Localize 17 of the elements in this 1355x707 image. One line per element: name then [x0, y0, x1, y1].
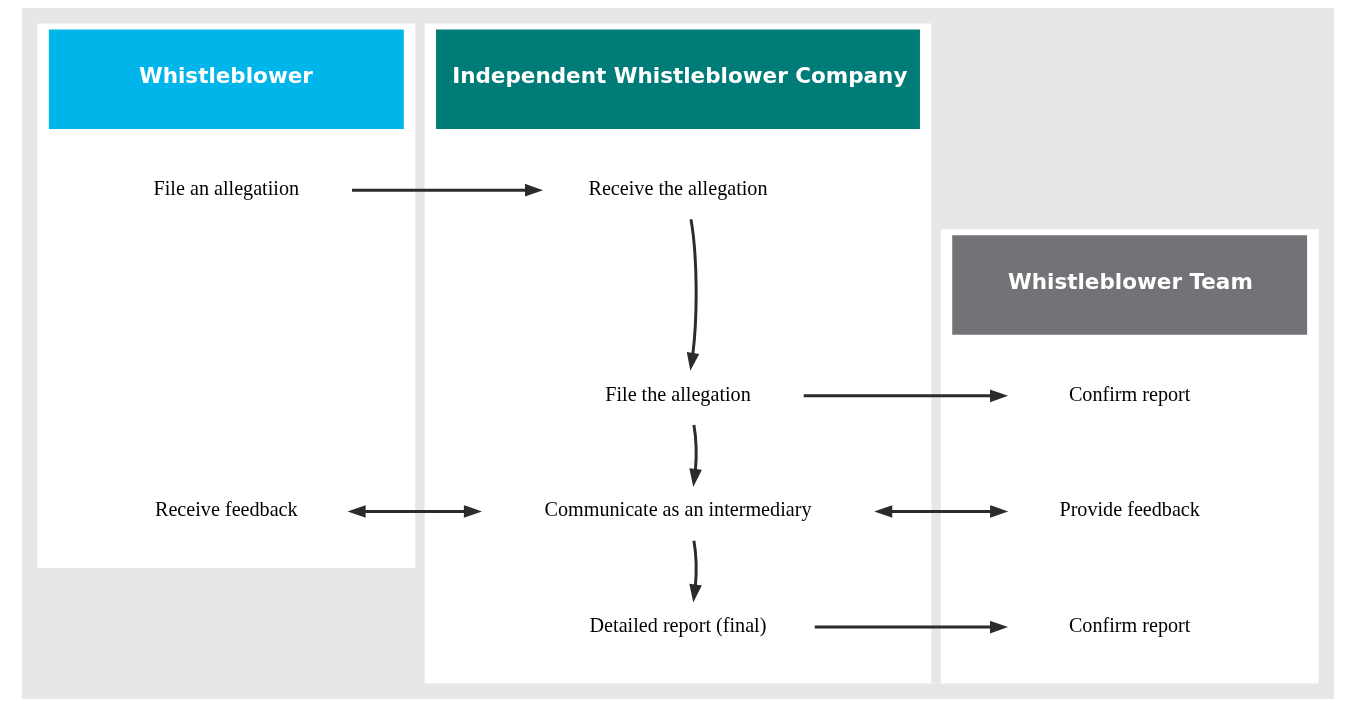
node-text: Confirm report: [1068, 613, 1190, 636]
arrow: [347, 505, 482, 518]
node-text: Communicate as an intermediary: [544, 498, 811, 521]
arrow: [873, 505, 1008, 518]
arrow: [688, 424, 702, 487]
node-text: Receive feedback: [154, 498, 298, 521]
arrow: [814, 620, 1008, 634]
node-text: File an allegatiion: [153, 176, 299, 199]
arrow: [686, 219, 699, 371]
node-text: File the allegation: [604, 382, 751, 405]
node-text: Detailed report (final): [589, 613, 766, 636]
arrow: [351, 183, 543, 197]
arrow: [688, 540, 702, 603]
node-text: Confirm report: [1068, 382, 1190, 405]
node-text: Provide feedback: [1058, 498, 1200, 521]
arrow: [803, 389, 1008, 403]
node-text: Receive the allegation: [587, 176, 768, 199]
